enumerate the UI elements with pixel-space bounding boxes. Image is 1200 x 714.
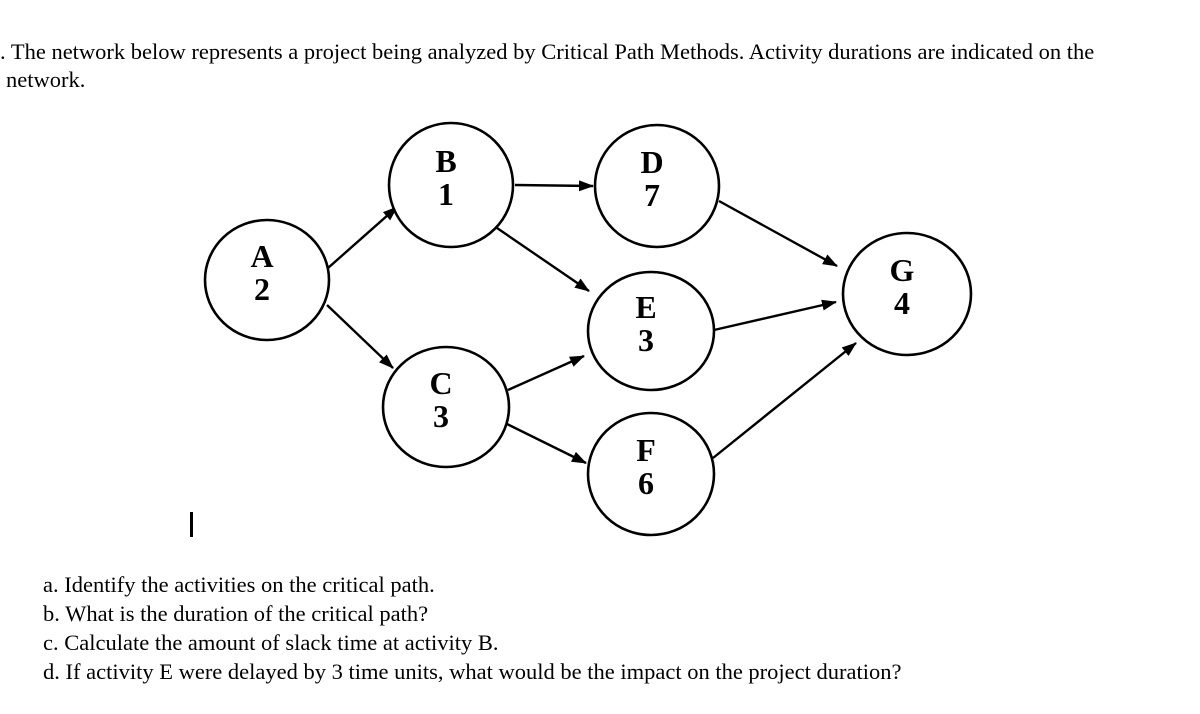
node-C-circle [381,345,511,469]
edge-B-D [514,180,594,192]
node-F-duration: 6 [638,465,654,501]
node-D: D7 [593,123,721,249]
question-d: d. If activity E were delayed by 3 time … [43,659,902,684]
node-A-duration: 2 [254,271,270,307]
edge-F-G [712,342,857,459]
node-E-circle [586,270,716,392]
node-D-label: D [640,144,663,180]
problem-statement: . The network below represents a project… [0,38,1094,94]
node-B-circle [387,121,515,249]
edge-E-G [713,299,837,332]
edge-A-C [326,304,394,369]
question-list: a. Identify the activities on the critic… [43,570,902,686]
node-A-circle [203,218,331,342]
node-C-label: C [429,365,452,401]
node-G-duration: 4 [894,285,910,321]
question-b: b. What is the duration of the critical … [43,601,429,626]
node-B-label: B [435,143,456,179]
node-F-label: F [636,432,656,468]
node-A-label: A [250,238,273,274]
edges-layer [326,180,857,465]
edge-A-B [327,206,398,269]
question-a: a. Identify the activities on the critic… [43,572,435,597]
node-A: A2 [203,218,331,342]
node-D-duration: 7 [644,177,660,213]
edge-C-F [506,422,587,465]
node-F-circle [586,411,716,537]
node-E: E3 [586,270,716,392]
node-G: G4 [841,231,973,357]
node-F: F6 [586,411,716,537]
node-B: B1 [387,121,515,249]
node-B-duration: 1 [438,176,454,212]
edge-B-E [496,227,590,292]
text-cursor[interactable] [190,512,193,537]
edge-D-G [718,199,838,268]
node-G-label: G [890,252,915,288]
node-C-duration: 3 [433,398,449,434]
node-E-label: E [635,289,656,325]
node-E-duration: 3 [638,322,654,358]
problem-statement-line: network. [6,67,86,92]
question-c: c. Calculate the amount of slack time at… [43,630,499,655]
problem-statement-line: . The network below represents a project… [0,39,1095,64]
node-G-circle [841,231,973,357]
node-D-circle [593,123,721,249]
node-C: C3 [381,345,511,469]
edge-C-E [507,354,585,392]
